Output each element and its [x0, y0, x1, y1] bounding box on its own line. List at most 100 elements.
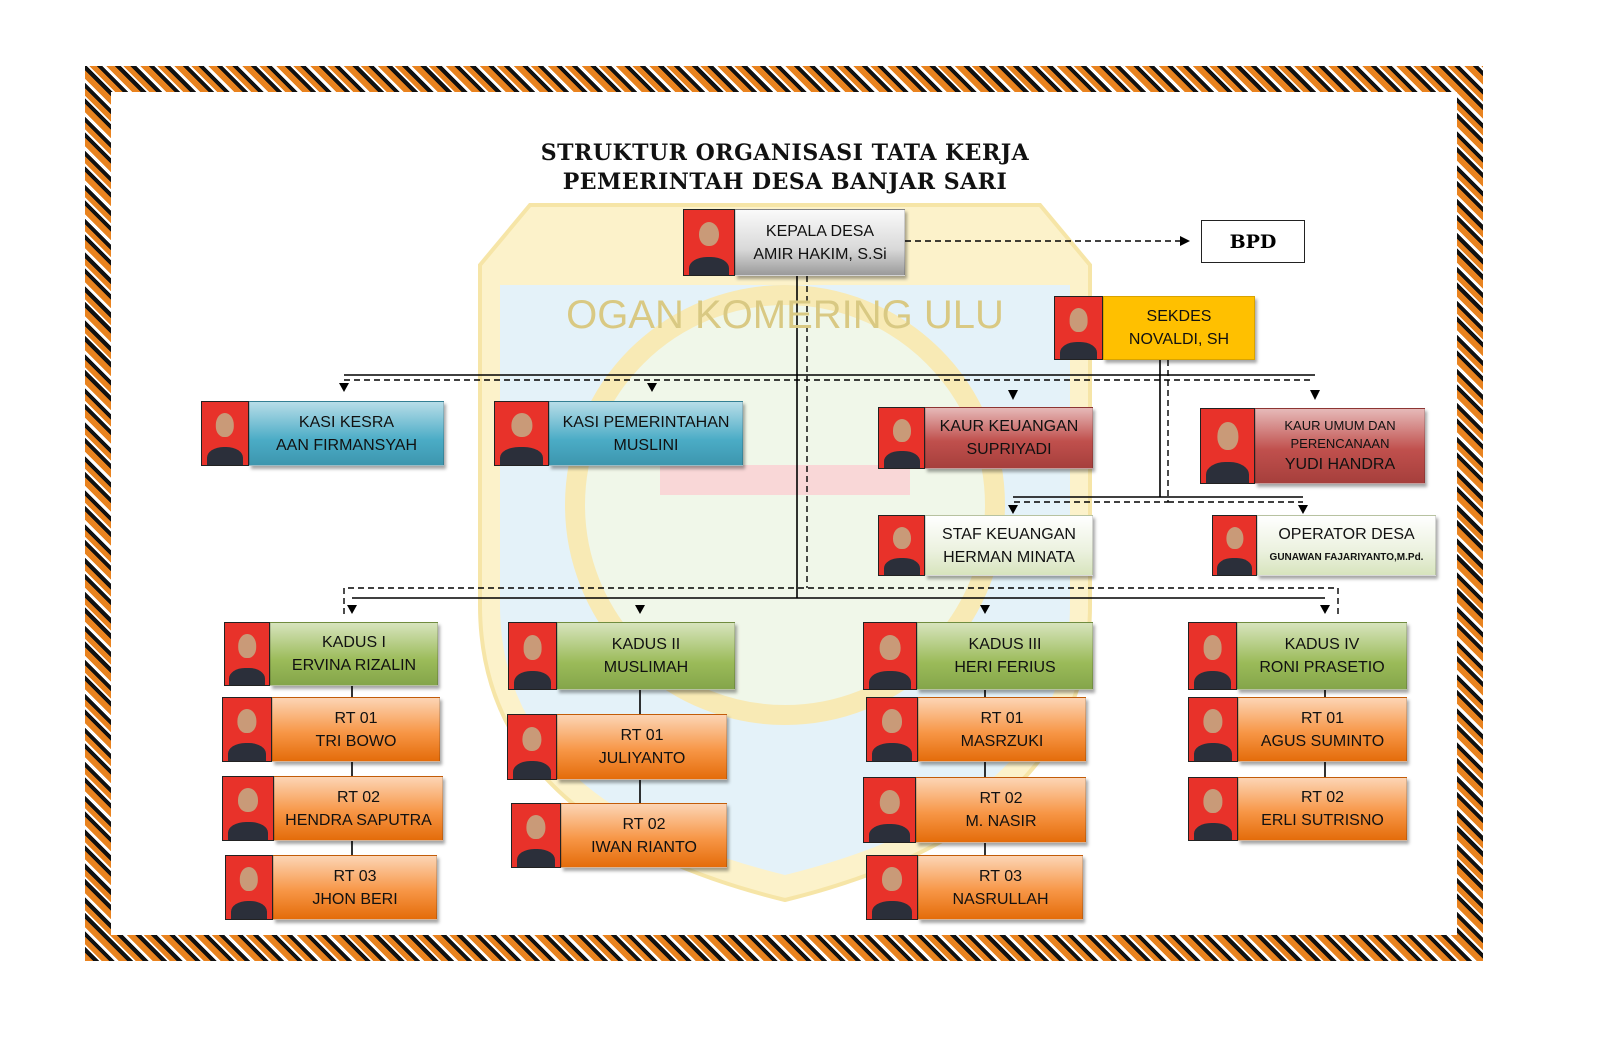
- position-title: KASI KESRA: [298, 413, 395, 431]
- position-title: KADUS III: [968, 636, 1042, 653]
- org-node-op: OPERATOR DESA GUNAWAN FAJARIYANTO,M.Pd.: [1212, 515, 1436, 576]
- person-photo: [1200, 408, 1255, 484]
- person-name: HENDRA SAPUTRA: [285, 811, 432, 829]
- chart-title-line2: PEMERINTAH DESA BANJAR SARI: [562, 169, 1008, 195]
- position-title: KAUR UMUM DAN PERENCANAAN: [1284, 417, 1396, 451]
- org-node-r33: RT 03 NASRULLAH: [866, 855, 1083, 920]
- position-title: KEPALA DESA: [765, 222, 875, 240]
- position-box: KASI KESRA AAN FIRMANSYAH: [249, 401, 444, 466]
- rt-connector-lines: [351, 686, 1326, 855]
- person-name: SUPRIYADI: [966, 441, 1052, 458]
- position-title: RT 01: [620, 727, 664, 744]
- position-box: KADUS I ERVINA RIZALIN: [270, 622, 438, 686]
- person-name: IWAN RIANTO: [591, 838, 697, 856]
- position-title: RT 02: [622, 815, 666, 833]
- person-photo: [863, 622, 917, 690]
- sekdes-to-staff-line: [1013, 360, 1303, 498]
- position-title: RT 02: [337, 788, 380, 806]
- position-box: OPERATOR DESA GUNAWAN FAJARIYANTO,M.Pd.: [1257, 515, 1436, 576]
- org-node-r13: RT 03 JHON BERI: [225, 855, 437, 920]
- person-photo: [222, 776, 274, 841]
- position-box: SEKDES NOVALDI, SH: [1103, 296, 1255, 360]
- position-title: RT 01: [1301, 709, 1344, 727]
- position-title: RT 01: [980, 709, 1024, 727]
- position-box: RT 01 JULIYANTO: [557, 714, 727, 780]
- person-name: TRI BOWO: [315, 732, 397, 750]
- person-photo: [508, 622, 557, 690]
- person-name: JULIYANTO: [598, 750, 686, 767]
- person-photo: [224, 622, 270, 686]
- position-title: RT 01: [334, 709, 378, 727]
- org-node-r22: RT 02 IWAN RIANTO: [511, 803, 727, 868]
- person-name: HERI FERIUS: [954, 659, 1056, 676]
- org-node-r41: RT 01 AGUS SUMINTO: [1188, 697, 1407, 762]
- org-node-staf: STAF KEUANGAN HERMAN MINATA: [878, 515, 1093, 576]
- person-name: NOVALDI, SH: [1128, 331, 1230, 348]
- position-box: RT 01 TRI BOWO: [272, 697, 440, 762]
- position-title: RT 02: [979, 790, 1023, 807]
- person-photo: [1212, 515, 1257, 576]
- org-node-kesra: KASI KESRA AAN FIRMANSYAH: [201, 401, 444, 466]
- position-title: KADUS II: [611, 636, 681, 653]
- position-title: RT 03: [979, 867, 1022, 885]
- person-name: JHON BERI: [312, 890, 398, 908]
- position-box: KADUS III HERI FERIUS: [917, 622, 1093, 690]
- position-title: RT 02: [1301, 789, 1344, 806]
- position-title: KADUS I: [321, 634, 386, 651]
- org-node-umum: KAUR UMUM DAN PERENCANAAN YUDI HANDRA: [1200, 408, 1425, 484]
- person-photo: [1054, 296, 1103, 360]
- org-node-r12: RT 02 HENDRA SAPUTRA: [222, 776, 443, 841]
- org-node-kades: KEPALA DESA AMIR HAKIM, S.Si: [683, 209, 905, 276]
- position-box: RT 03 NASRULLAH: [918, 855, 1083, 920]
- person-photo: [878, 407, 925, 469]
- position-box: RT 01 MASRZUKI: [918, 697, 1086, 762]
- position-box: KASI PEMERINTAHAN MUSLINI: [549, 401, 743, 466]
- person-name: MUSLIMAH: [603, 659, 689, 676]
- position-title: STAF KEUANGAN: [942, 525, 1076, 543]
- position-title: KADUS IV: [1284, 636, 1360, 653]
- position-title: OPERATOR DESA: [1278, 525, 1415, 543]
- position-box: KEPALA DESA AMIR HAKIM, S.Si: [735, 209, 905, 276]
- chart-title-line1: STRUKTUR ORGANISASI TATA KERJA: [540, 140, 1030, 166]
- person-name: M. NASIR: [965, 813, 1037, 830]
- position-title: SEKDES: [1146, 308, 1212, 325]
- position-title: KASI PEMERINTAHAN: [562, 413, 730, 431]
- person-name: ERVINA RIZALIN: [291, 657, 417, 674]
- person-photo: [866, 855, 918, 920]
- position-box: RT 02 M. NASIR: [916, 777, 1086, 843]
- person-name: MASRZUKI: [960, 732, 1044, 750]
- position-box: KADUS IV RONI PRASETIO: [1237, 622, 1407, 690]
- person-photo: [511, 803, 561, 868]
- person-photo: [1188, 622, 1237, 690]
- person-name: NASRULLAH: [952, 890, 1049, 908]
- person-name: AMIR HAKIM, S.Si: [753, 245, 887, 263]
- org-node-pem: KASI PEMERINTAHAN MUSLINI: [494, 401, 743, 466]
- org-node-r42: RT 02 ERLI SUTRISNO: [1188, 777, 1407, 841]
- person-photo: [225, 855, 273, 920]
- position-box: RT 02 ERLI SUTRISNO: [1238, 777, 1407, 841]
- person-name: MUSLINI: [613, 436, 679, 454]
- org-node-keu: KAUR KEUANGAN SUPRIYADI: [878, 407, 1093, 469]
- position-title: KAUR KEUANGAN: [939, 418, 1079, 435]
- position-box: KADUS II MUSLIMAH: [557, 622, 735, 690]
- person-photo: [1188, 777, 1238, 841]
- org-node-r11: RT 01 TRI BOWO: [222, 697, 440, 762]
- org-node-k4: KADUS IV RONI PRASETIO: [1188, 622, 1407, 690]
- person-name: ERLI SUTRISNO: [1261, 812, 1384, 829]
- org-node-r32: RT 02 M. NASIR: [863, 777, 1086, 843]
- position-box: RT 03 JHON BERI: [273, 855, 437, 920]
- org-node-r31: RT 01 MASRZUKI: [866, 697, 1086, 762]
- person-photo: [878, 515, 925, 576]
- position-box: RT 01 AGUS SUMINTO: [1238, 697, 1407, 762]
- person-name: RONI PRASETIO: [1259, 659, 1385, 676]
- person-name: AGUS SUMINTO: [1260, 732, 1385, 750]
- person-photo: [494, 401, 549, 466]
- person-name: HERMAN MINATA: [943, 548, 1075, 566]
- org-node-k1: KADUS I ERVINA RIZALIN: [224, 622, 438, 686]
- org-node-sekdes: SEKDES NOVALDI, SH: [1054, 296, 1255, 360]
- position-title: RT 03: [333, 867, 377, 885]
- org-node-r21: RT 01 JULIYANTO: [507, 714, 727, 780]
- coordination-dashed-lines: [343, 240, 1339, 614]
- person-photo: [866, 697, 918, 762]
